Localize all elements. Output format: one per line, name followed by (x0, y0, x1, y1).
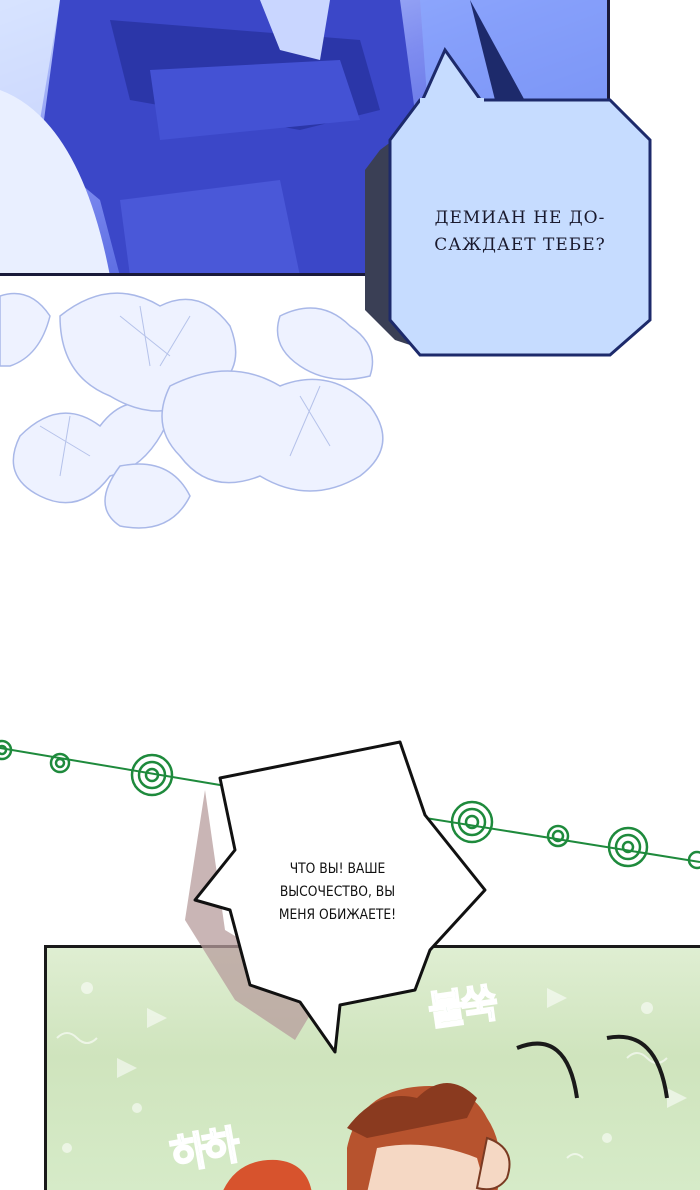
sfx-pop-up: 불쑥 (425, 980, 498, 1037)
speech-bubble-1 (365, 46, 652, 357)
speech-bubble-2 (185, 740, 487, 1054)
bubble1-line2: САЖДАЕТ ТЕБЕ? (434, 235, 606, 255)
bubble1-line1: ДЕМИАН НЕ ДО- (434, 208, 606, 228)
bubble2-line3: МЕНЯ ОБИЖАЕТЕ! (278, 907, 397, 923)
top-panel (0, 0, 610, 276)
bubble2-text: ЧТО ВЫ! ВАШЕ ВЫСОЧЕСТВО, ВЫ МЕНЯ ОБИЖАЕТ… (261, 858, 415, 927)
bubble1-text: ДЕМИАН НЕ ДО- САЖДАЕТ ТЕБЕ? (400, 205, 640, 259)
bubble2-line2: ВЫСОЧЕСТВО, ВЫ (279, 884, 396, 900)
bubble2-line1: ЧТО ВЫ! ВАШЕ (289, 861, 386, 877)
flowers-sketch (0, 292, 384, 529)
green-scene-illustration (56, 982, 687, 1190)
sfx-laugh: 하하 (166, 1122, 241, 1181)
suit-figure-illustration (0, 0, 607, 273)
